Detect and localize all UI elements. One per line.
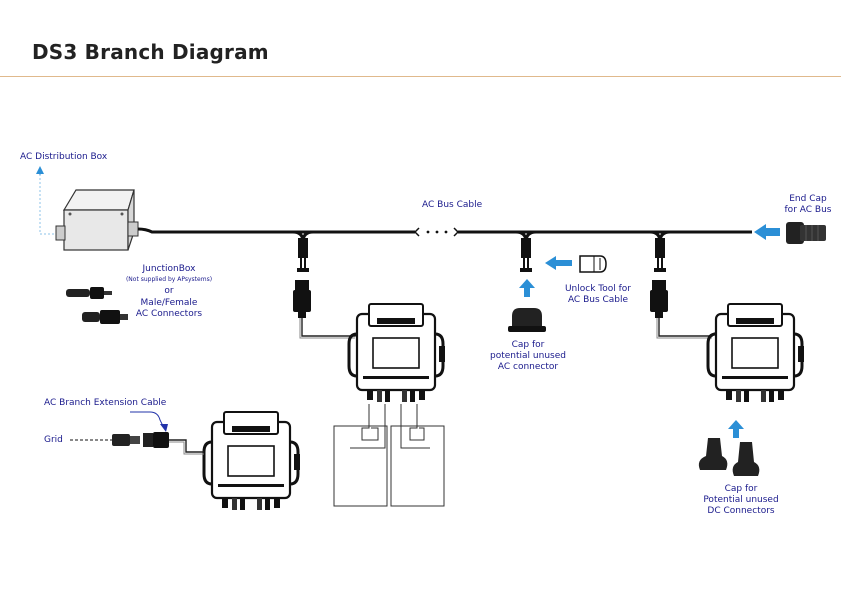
label-cap-ac: Cap for potential unused AC connector [486, 340, 570, 373]
label-male-female: Male/Female [140, 298, 198, 308]
microinverter-icon [706, 302, 806, 404]
inverter1-ac-cable [293, 280, 362, 339]
dc-cap-icon [698, 420, 760, 476]
label-grid: Grid [44, 435, 63, 445]
label-junction-box-group: JunctionBox [114, 264, 224, 275]
title-divider [0, 76, 841, 77]
label-ac-branch-extension: AC Branch Extension Cable [44, 398, 167, 408]
label-cap-dc-line3: DC Connectors [707, 506, 775, 516]
label-ac-bus-cable: AC Bus Cable [422, 200, 483, 210]
distribution-arrow [36, 166, 58, 235]
label-end-cap-line2: for AC Bus [784, 205, 832, 215]
t-connector-1 [292, 230, 314, 272]
label-junction-box: JunctionBox [142, 264, 196, 274]
label-end-cap-line1: End Cap [789, 194, 827, 204]
label-end-cap: End Cap for AC Bus [780, 194, 836, 216]
label-or: or [164, 286, 174, 296]
label-cap-ac-line3: AC connector [497, 362, 559, 372]
label-cap-ac-line2: potential unused [490, 351, 566, 361]
connector-icon [66, 287, 128, 324]
label-connectors-group: Male/Female AC Connectors [114, 298, 224, 320]
label-unlock-line2: AC Bus Cable [567, 295, 629, 305]
extension-cable [70, 411, 204, 455]
label-cap-ac-line1: Cap for [511, 340, 545, 350]
microinverter-icon [202, 410, 302, 512]
label-unlock-line1: Unlock Tool for [564, 284, 632, 294]
t-connector-3 [649, 230, 671, 272]
label-cap-dc: Cap for Potential unused DC Connectors [692, 484, 790, 517]
page-title: DS3 Branch Diagram [32, 40, 269, 64]
ac-bus-cable [137, 227, 752, 237]
end-cap-icon [754, 222, 826, 244]
t-connector-2 [515, 230, 537, 272]
inverter3-ac-cable [650, 280, 719, 339]
label-cap-dc-line1: Cap for [724, 484, 758, 494]
pv-panel-icon [333, 404, 445, 507]
label-ac-distribution-box: AC Distribution Box [20, 152, 108, 162]
label-unlock-tool: Unlock Tool for AC Bus Cable [556, 284, 640, 306]
junction-box-icon [55, 189, 139, 251]
label-cap-dc-line2: Potential unused [703, 495, 779, 505]
microinverter-icon [347, 302, 447, 404]
label-ac-connectors: AC Connectors [135, 309, 203, 319]
ac-cap-icon [508, 279, 546, 332]
label-not-supplied: (Not supplied by APsystems) [125, 276, 213, 283]
unlock-tool-icon [545, 255, 607, 273]
